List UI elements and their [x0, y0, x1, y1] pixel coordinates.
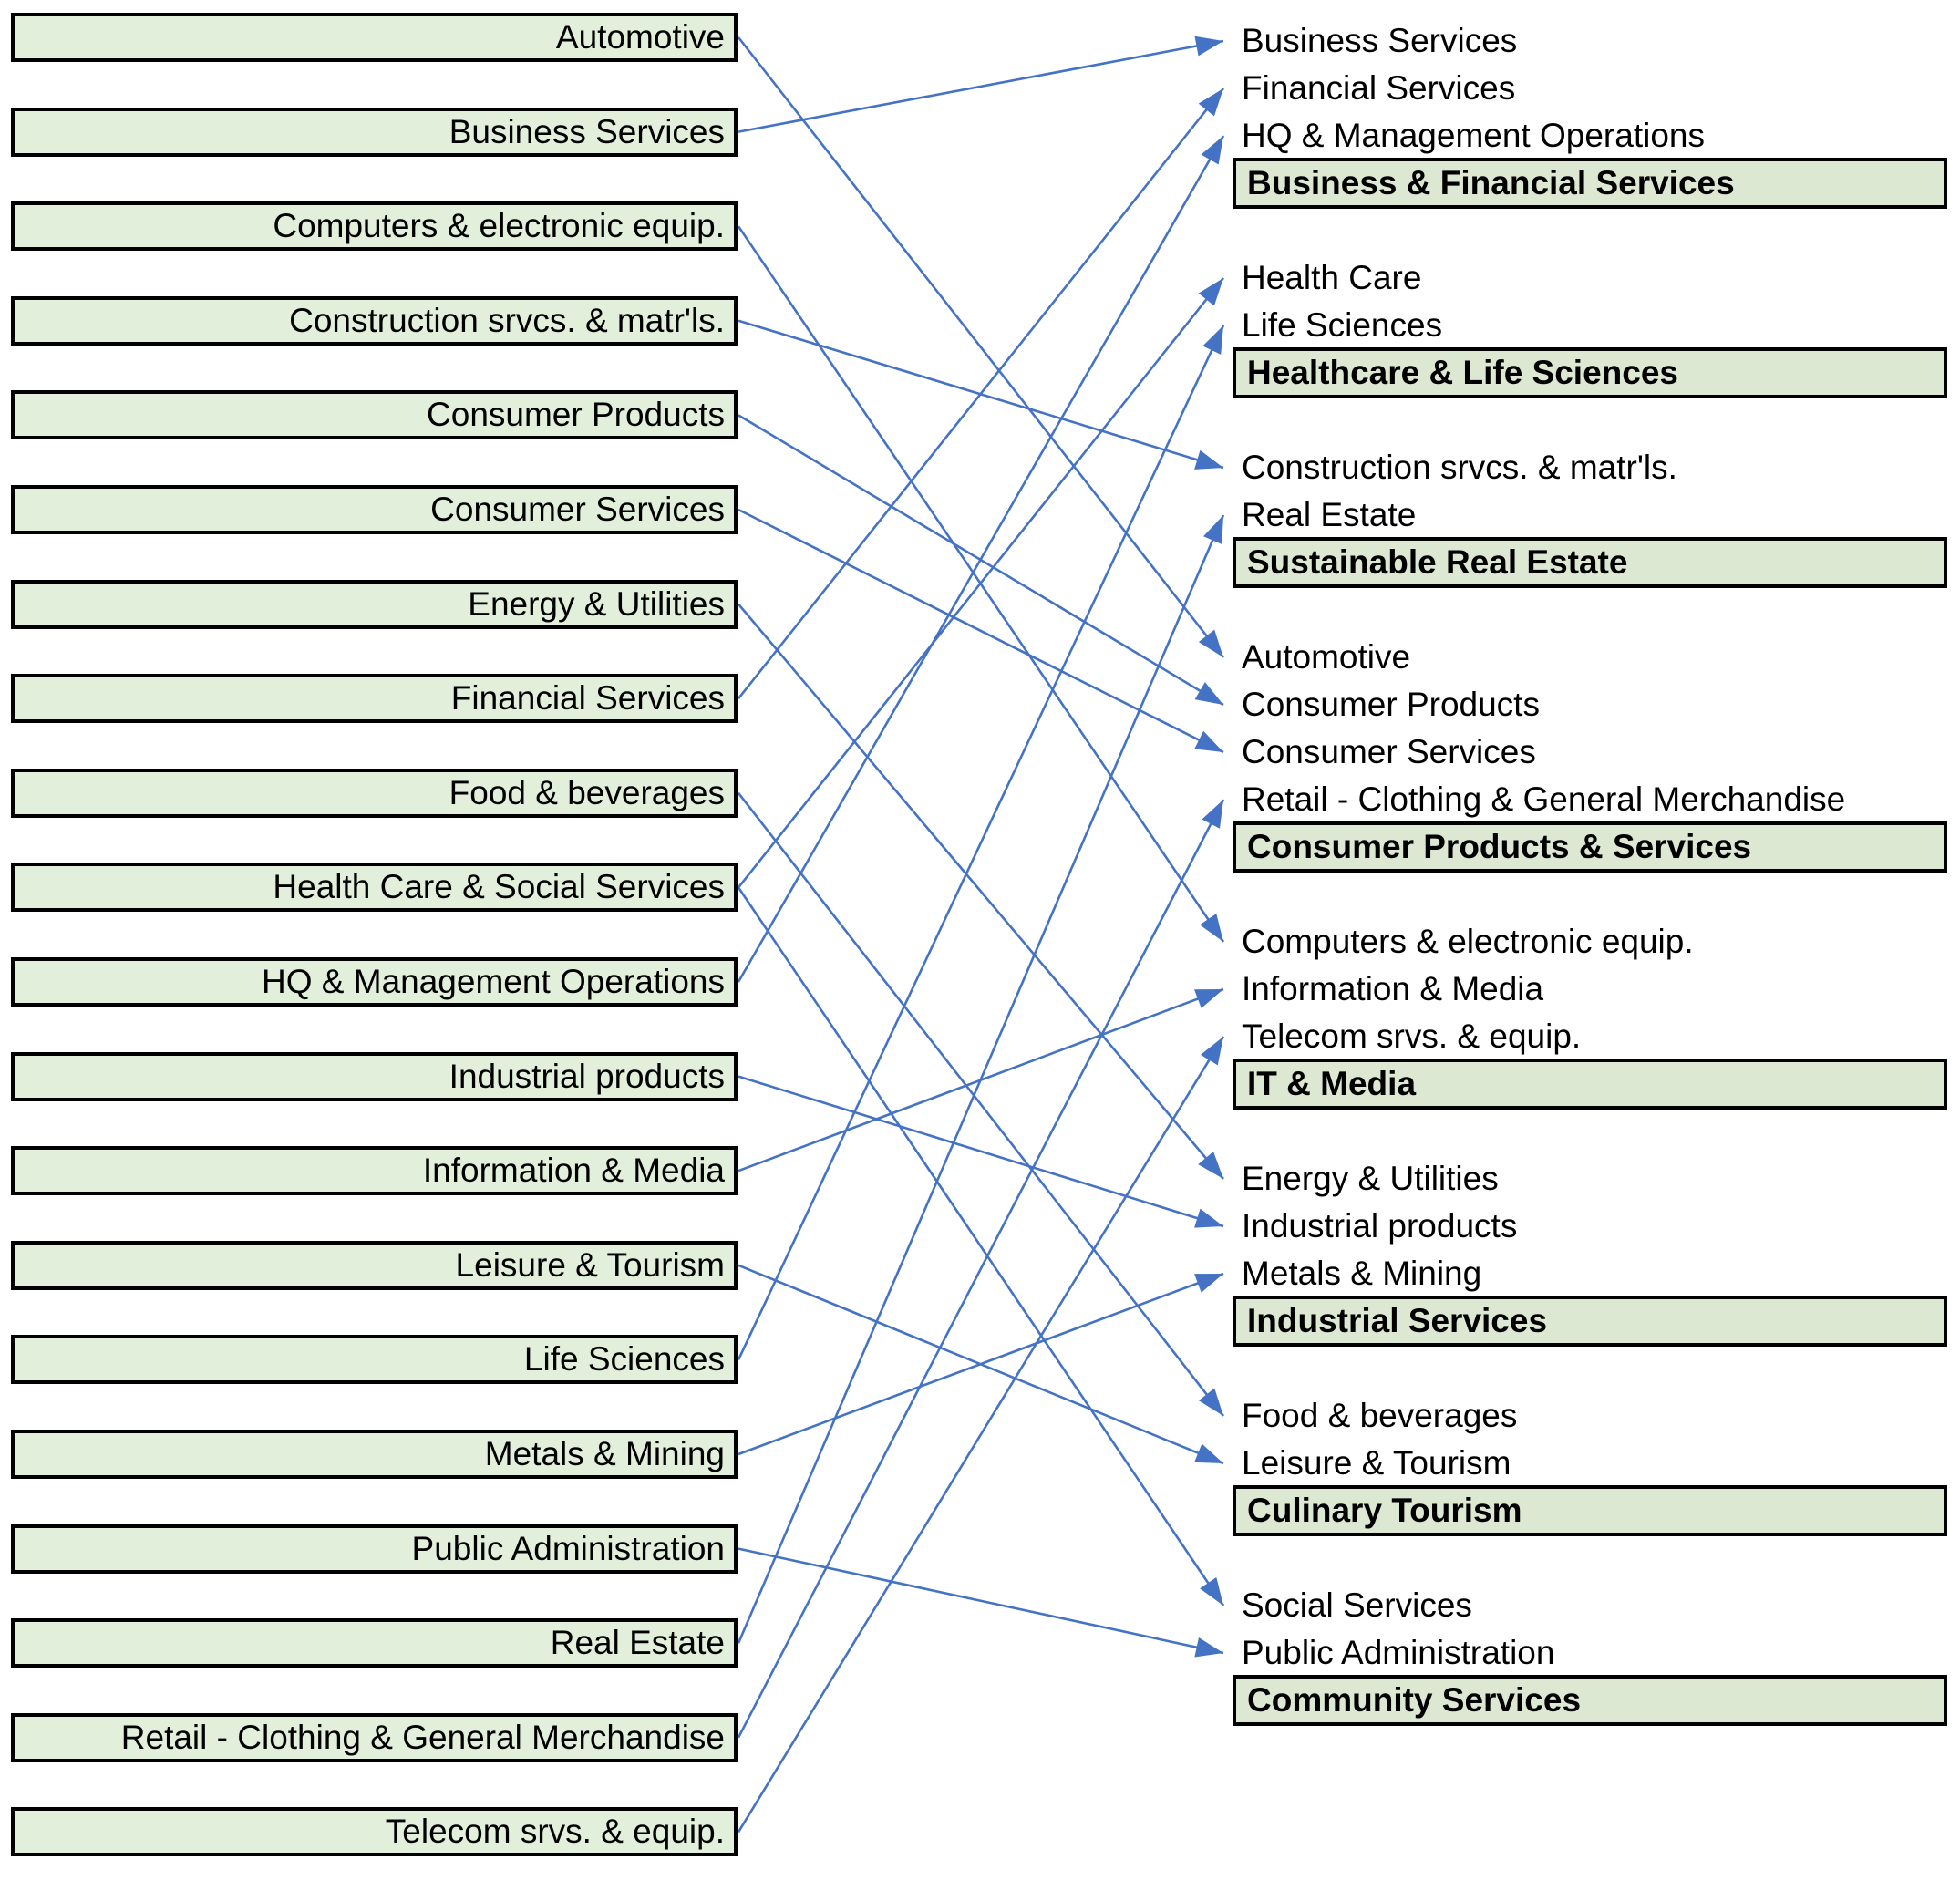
left-sector-box-real_estate: Real Estate — [11, 1618, 738, 1668]
left-sector-box-metals_mining: Metals & Mining — [11, 1430, 738, 1479]
right-item-r_consumer_products: Consumer Products — [1242, 686, 1540, 723]
left-sector-box-health_care_social_services: Health Care & Social Services — [11, 863, 738, 913]
left-sector-box-energy_utilities: Energy & Utilities — [11, 579, 738, 629]
connector-line-food_beverages-to-r_food_beverages — [737, 792, 1225, 1417]
right-item-r_construction: Construction srvcs. & matr'ls. — [1242, 449, 1677, 486]
group-box-2: Sustainable Real Estate — [1233, 537, 1947, 588]
group-box-3: Consumer Products & Services — [1233, 821, 1947, 873]
connector-line-computers-to-r_computers — [737, 225, 1225, 943]
connector-line-business_services-to-r_business_services — [738, 36, 1224, 133]
left-sector-box-consumer_services: Consumer Services — [11, 485, 738, 534]
connector-line-hq_management-to-r_hq_management — [737, 135, 1225, 983]
left-sector-box-business_services: Business Services — [11, 107, 738, 157]
group-box-4: IT & Media — [1233, 1059, 1947, 1110]
right-item-r_telecom: Telecom srvs. & equip. — [1242, 1017, 1582, 1055]
connector-line-automotive-to-r_automotive — [737, 36, 1225, 658]
left-sector-box-financial_services: Financial Services — [11, 674, 738, 724]
right-item-r_information_media: Information & Media — [1242, 970, 1544, 1007]
left-sector-box-telecom: Telecom srvs. & equip. — [11, 1807, 738, 1857]
right-item-r_industrial_products: Industrial products — [1242, 1207, 1518, 1245]
connector-line-life_sciences-to-r_life_sciences — [737, 325, 1225, 1360]
connector-line-retail-to-r_retail — [737, 799, 1225, 1739]
connector-line-construction-to-r_construction — [738, 319, 1224, 470]
left-sector-box-hq_management: HQ & Management Operations — [11, 957, 738, 1007]
left-sector-box-food_beverages: Food & beverages — [11, 768, 738, 818]
left-sector-box-public_administration: Public Administration — [11, 1524, 738, 1574]
connector-line-financial_services-to-r_financial_services — [737, 88, 1225, 700]
right-item-r_financial_services: Financial Services — [1242, 69, 1516, 107]
right-item-r_social_services: Social Services — [1242, 1586, 1472, 1624]
right-item-r_computers: Computers & electronic equip. — [1242, 923, 1694, 960]
left-sector-box-computers: Computers & electronic equip. — [11, 201, 738, 252]
left-sector-box-information_media: Information & Media — [11, 1146, 738, 1196]
right-item-r_retail: Retail - Clothing & General Merchandise — [1242, 780, 1846, 818]
left-sector-box-industrial_products: Industrial products — [11, 1051, 738, 1101]
right-item-r_public_administration: Public Administration — [1242, 1634, 1555, 1671]
right-item-r_leisure_tourism: Leisure & Tourism — [1242, 1444, 1511, 1482]
group-box-5: Industrial Services — [1233, 1296, 1947, 1347]
connector-line-telecom-to-r_telecom — [737, 1036, 1225, 1834]
right-item-r_consumer_services: Consumer Services — [1242, 733, 1536, 770]
left-sector-box-automotive: Automotive — [11, 13, 738, 62]
group-box-1: Healthcare & Life Sciences — [1233, 347, 1947, 398]
connector-line-metals_mining-to-r_metals_mining — [738, 1272, 1224, 1456]
right-item-r_business_services: Business Services — [1242, 22, 1518, 59]
connector-line-health_care_social_services-to-r_health_care — [737, 277, 1225, 889]
connector-line-consumer_products-to-r_consumer_products — [738, 414, 1224, 707]
right-item-r_food_beverages: Food & beverages — [1242, 1397, 1518, 1434]
left-sector-box-retail: Retail - Clothing & General Merchandise — [11, 1712, 738, 1762]
right-item-r_automotive: Automotive — [1242, 638, 1411, 676]
left-sector-box-life_sciences: Life Sciences — [11, 1335, 738, 1385]
left-sector-box-consumer_products: Consumer Products — [11, 390, 738, 440]
right-item-r_health_care: Health Care — [1242, 259, 1422, 296]
connector-line-real_estate-to-r_real_estate — [737, 514, 1225, 1644]
left-sector-box-leisure_tourism: Leisure & Tourism — [11, 1240, 738, 1290]
connector-line-energy_utilities-to-r_energy_utilities — [738, 603, 1224, 1180]
group-box-7: Community Services — [1233, 1675, 1947, 1726]
connector-line-information_media-to-r_information_media — [738, 987, 1224, 1172]
right-item-r_hq_management: HQ & Management Operations — [1242, 117, 1705, 154]
group-box-0: Business & Financial Services — [1233, 158, 1947, 209]
left-sector-box-construction: Construction srvcs. & matr'ls. — [11, 295, 738, 346]
right-item-r_life_sciences: Life Sciences — [1242, 306, 1443, 344]
connector-line-public_administration-to-r_public_administration — [738, 1547, 1224, 1658]
right-item-r_energy_utilities: Energy & Utilities — [1242, 1160, 1499, 1197]
connector-line-consumer_services-to-r_consumer_services — [738, 508, 1224, 754]
group-box-6: Culinary Tourism — [1233, 1485, 1947, 1536]
connector-line-industrial_products-to-r_industrial_products — [738, 1075, 1224, 1228]
right-item-r_real_estate: Real Estate — [1242, 496, 1417, 533]
connector-line-health_care_social_services-to-r_social_services — [737, 886, 1225, 1606]
connector-line-leisure_tourism-to-r_leisure_tourism — [738, 1264, 1224, 1465]
right-item-r_metals_mining: Metals & Mining — [1242, 1255, 1482, 1292]
